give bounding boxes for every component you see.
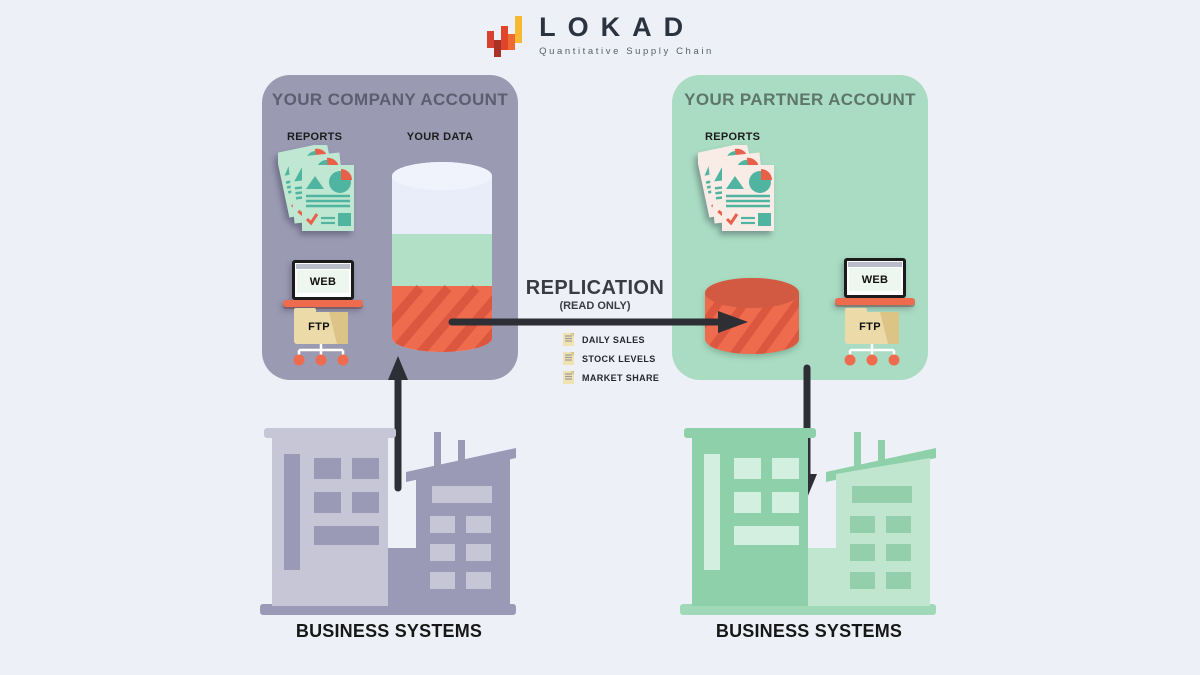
partner-web-icon: WEB — [835, 258, 915, 305]
folder-network-icon — [844, 308, 900, 366]
company-reports-icon — [278, 145, 356, 233]
list-item-label: MARKET SHARE — [582, 372, 660, 383]
laptop-base — [283, 300, 363, 307]
partner-account-panel: YOUR PARTNER ACCOUNT REPORTS — [672, 75, 928, 380]
partner-web-label: WEB — [849, 268, 901, 291]
partner-ftp-label: FTP — [859, 321, 881, 333]
partner-reports-icon — [698, 145, 776, 233]
partner-panel-title: YOUR PARTNER ACCOUNT — [684, 90, 916, 109]
document-icon — [563, 332, 574, 346]
company-web-icon: WEB — [283, 260, 363, 307]
your-data-label: YOUR DATA — [406, 131, 474, 143]
partner-business-systems-label: BUSINESS SYSTEMS — [715, 621, 903, 641]
laptop-titlebar — [848, 262, 902, 267]
list-item: STOCK LEVELS — [563, 349, 659, 368]
partner-business-systems-illustration — [680, 428, 936, 615]
list-item-label: STOCK LEVELS — [582, 353, 656, 364]
company-database-cylinder — [392, 162, 492, 352]
lokad-logo-icon — [487, 16, 523, 57]
logo-text-block: LOKAD Quantitative Supply Chain — [539, 12, 714, 58]
replicated-data-list: DAILY SALES STOCK LEVELS MARKET SHARE — [563, 330, 659, 387]
company-web-label: WEB — [297, 270, 349, 293]
laptop-base — [835, 298, 915, 305]
company-account-panel: YOUR COMPANY ACCOUNT REPORTS — [262, 75, 518, 380]
partner-ftp-icon: FTP — [840, 306, 904, 368]
company-reports-label: REPORTS — [287, 131, 343, 143]
list-item-label: DAILY SALES — [582, 334, 645, 345]
laptop-titlebar — [296, 264, 350, 269]
list-item: DAILY SALES — [563, 330, 659, 349]
company-business-systems-label: BUSINESS SYSTEMS — [295, 621, 483, 641]
document-icon — [563, 351, 574, 365]
folder-network-icon — [293, 308, 349, 366]
logo-wordmark: LOKAD — [539, 12, 696, 42]
company-ftp-label: FTP — [308, 321, 330, 333]
upload-arrow — [388, 356, 408, 492]
company-ftp-icon: FTP — [289, 306, 353, 368]
laptop-screen: WEB — [292, 260, 354, 300]
company-business-systems-illustration — [260, 428, 516, 615]
logo-tagline: Quantitative Supply Chain — [539, 46, 714, 57]
replication-arrow — [448, 311, 748, 333]
list-item: MARKET SHARE — [563, 368, 659, 387]
document-icon — [563, 370, 574, 384]
laptop-screen: WEB — [844, 258, 906, 298]
lokad-logo: LOKAD Quantitative Supply Chain — [0, 14, 1200, 58]
partner-reports-label: REPORTS — [705, 131, 761, 143]
company-panel-title: YOUR COMPANY ACCOUNT — [271, 90, 509, 109]
replication-title: REPLICATION — [525, 277, 665, 299]
replication-subtitle: (READ ONLY) — [559, 300, 631, 312]
